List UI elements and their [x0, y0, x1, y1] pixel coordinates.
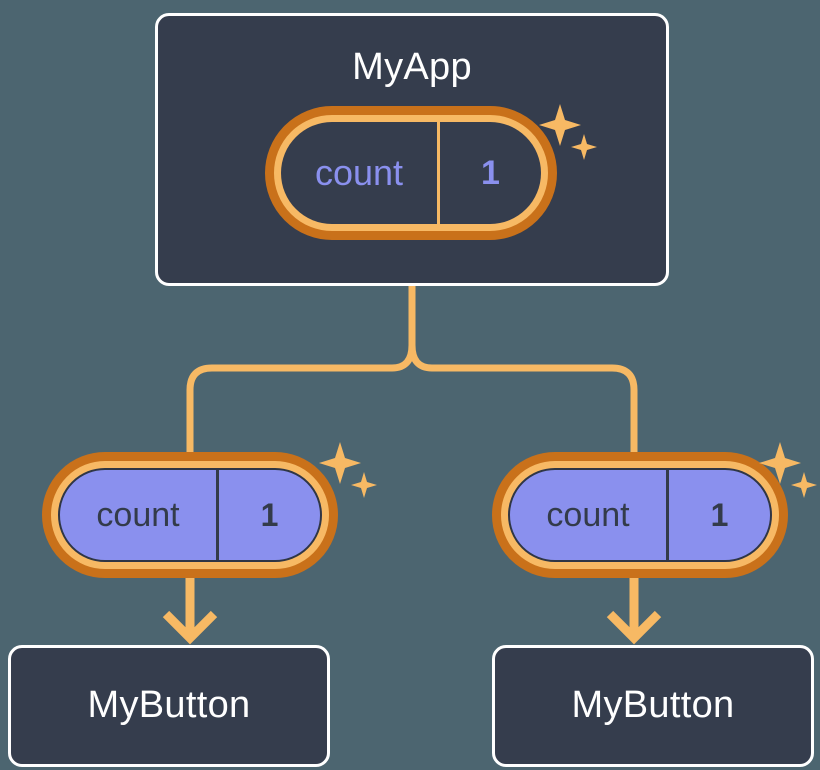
state-name: count	[96, 495, 180, 534]
component-label-myapp: MyApp	[352, 46, 472, 88]
state-value: 1	[437, 122, 541, 224]
sparkle-star-small	[351, 472, 377, 498]
state-pill-inner: count 1	[508, 468, 772, 562]
state-pill-child-0[interactable]: count 1	[42, 452, 338, 578]
component-label-mybutton-0: MyButton	[87, 684, 251, 726]
state-pill-root[interactable]: count 1	[265, 106, 557, 240]
state-name: count	[314, 152, 404, 193]
arrow-down-icon-left	[162, 578, 218, 645]
sparkle-star-small	[791, 472, 817, 498]
state-pill-inner: count 1	[58, 468, 322, 562]
state-pill-child-1[interactable]: count 1	[492, 452, 788, 578]
connector-branch-left	[186, 344, 416, 452]
component-box-mybutton-1[interactable]: MyButton	[492, 645, 814, 767]
state-value: 1	[216, 470, 320, 560]
arrow-down-icon-right	[606, 578, 662, 645]
component-box-mybutton-0[interactable]: MyButton	[8, 645, 330, 767]
state-name: count	[546, 495, 630, 534]
state-pill-inner: count 1	[281, 122, 541, 224]
state-value: 1	[666, 470, 770, 560]
component-label-mybutton-1: MyButton	[571, 684, 735, 726]
connector-branch-right	[408, 344, 638, 452]
